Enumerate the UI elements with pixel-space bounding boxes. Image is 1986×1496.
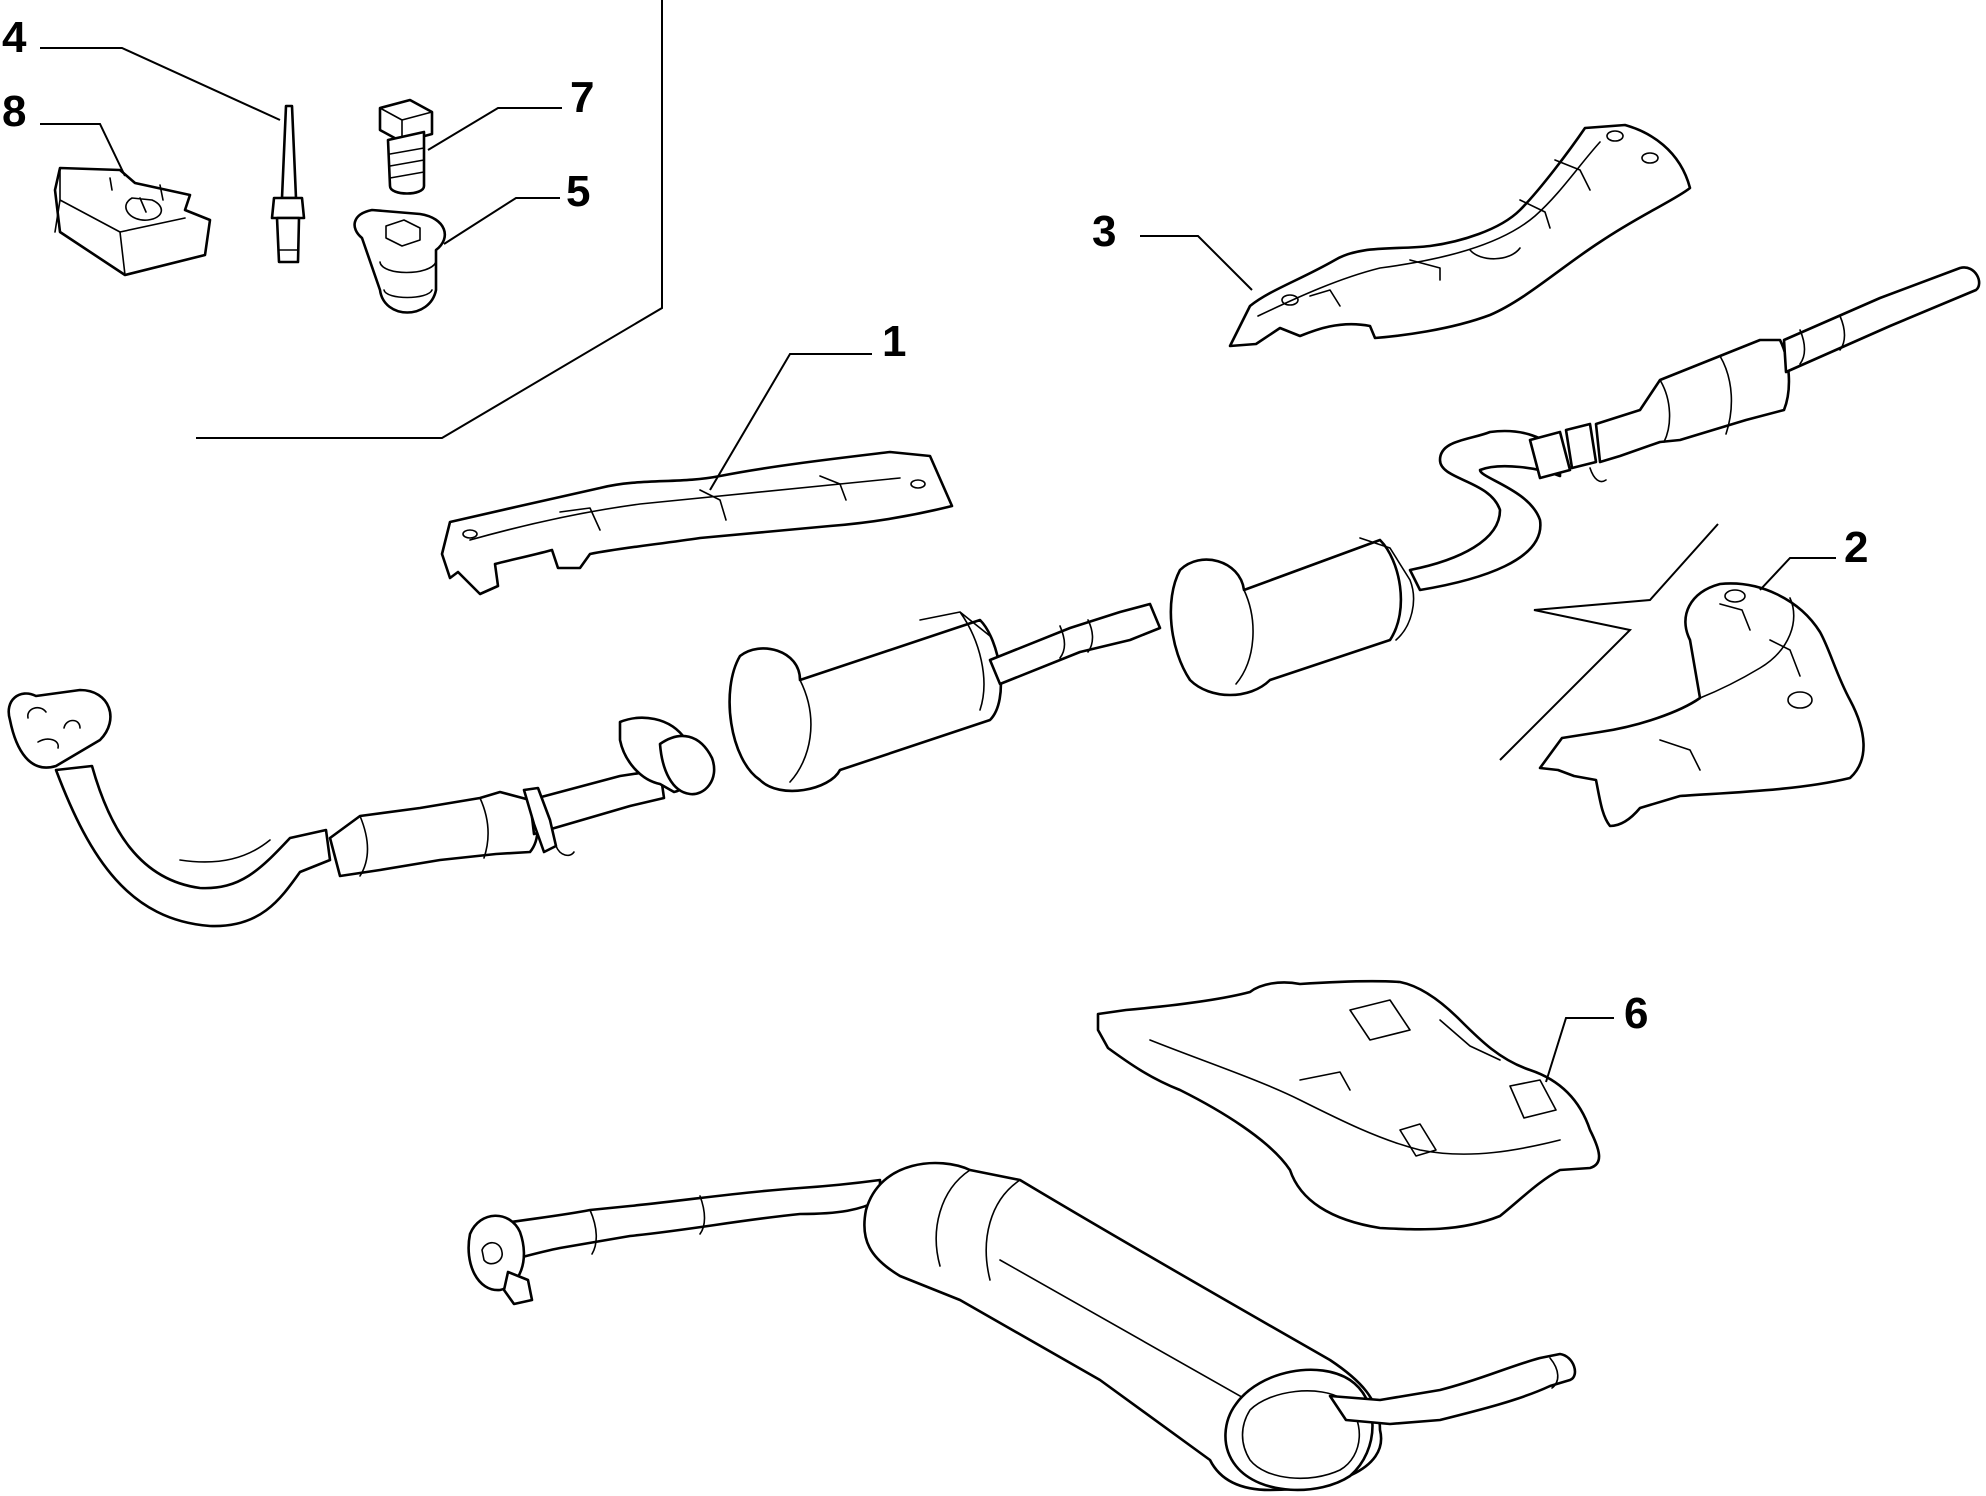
leader-8 <box>40 123 126 177</box>
hardware-inset <box>40 0 663 439</box>
inset-border <box>196 0 663 439</box>
bolt-part-7 <box>378 98 434 195</box>
label-part-4: 4 <box>2 13 27 62</box>
exhaust-pipe-assembly <box>7 266 1981 928</box>
label-part-8: 8 <box>2 87 26 136</box>
label-part-7: 7 <box>570 73 594 122</box>
label-part-3: 3 <box>1092 207 1116 256</box>
leader-1 <box>709 353 872 491</box>
rivet-pin-part-4 <box>270 104 306 264</box>
label-part-1: 1 <box>882 317 906 366</box>
clip-plate-part-8 <box>53 166 212 277</box>
leader-2 <box>1759 557 1836 591</box>
leader-5 <box>443 197 560 245</box>
heat-shield-part-2 <box>1538 582 1865 828</box>
heat-shield-part-6 <box>1096 979 1601 1231</box>
heat-shield-part-1 <box>440 450 954 596</box>
leader-7 <box>427 107 562 151</box>
leader-3 <box>1140 235 1253 291</box>
rear-silencer <box>467 1161 1577 1492</box>
label-part-6: 6 <box>1624 989 1648 1038</box>
leader-4 <box>40 47 281 121</box>
inset-pointer-2 <box>1499 523 1719 761</box>
grommet-part-5 <box>353 208 447 314</box>
leader-6 <box>1545 1017 1614 1083</box>
heat-shield-part-3 <box>1228 123 1692 348</box>
label-part-5: 5 <box>566 167 590 216</box>
label-part-2: 2 <box>1844 523 1868 572</box>
